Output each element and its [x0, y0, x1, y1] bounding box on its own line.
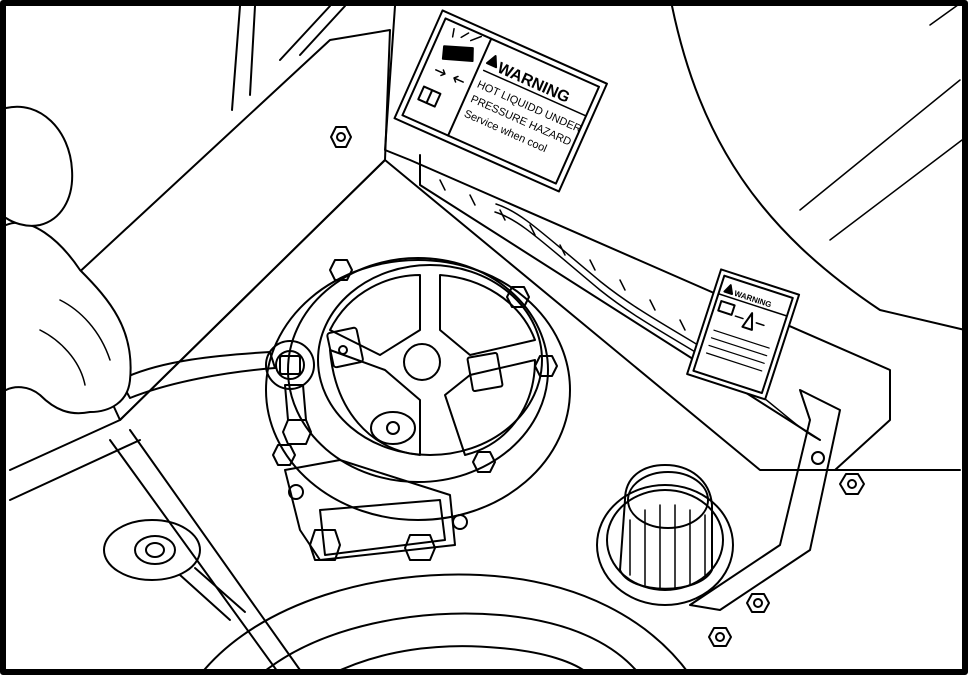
pump-manifold: [284, 459, 456, 561]
manifold-fitting-left: [309, 529, 341, 561]
side-strap: [689, 389, 841, 611]
pump-cover: [317, 264, 543, 456]
frame-rail-left: [231, 5, 256, 111]
cover-bolt-bottom: [472, 451, 496, 473]
hand-upper: [5, 105, 74, 227]
socket-extension: [284, 384, 307, 421]
cover-drain: [370, 411, 416, 445]
fill-cap: [619, 464, 713, 590]
cover-oil-cap: [326, 326, 364, 369]
radiator-cap: [103, 519, 201, 581]
small-manual-icon: [717, 300, 736, 316]
manifold-bolt: [288, 484, 304, 500]
cover-bolt-left: [272, 444, 296, 466]
hand: [5, 221, 132, 415]
manual-book-icon: [417, 85, 442, 108]
fill-cap-base: [596, 484, 734, 606]
pulley-inner: [259, 612, 641, 676]
wrench-ring-inner: [275, 350, 305, 380]
manifold-bolt-right: [452, 514, 468, 530]
cover-window-bottom-left: [329, 349, 421, 456]
small-decal-text-lines: [705, 329, 770, 372]
cover-drain-center: [386, 421, 400, 435]
radiator-cap-neck: [179, 567, 246, 621]
small-warning-decal: [686, 268, 801, 401]
cover-sight-glass: [466, 351, 504, 393]
fill-cap-ring: [606, 489, 724, 591]
cover-window-bottom-right: [444, 359, 536, 456]
pulley-outer: [199, 573, 691, 676]
radiator-cap-core: [145, 542, 165, 558]
tank-housing-edge: [671, 5, 966, 331]
warning-triangle-icon: [485, 54, 498, 69]
base-plate-groove: [109, 429, 301, 676]
pump-housing-outer: [265, 259, 571, 521]
cable: [494, 211, 821, 441]
pulley-hub: [329, 645, 591, 676]
cover-oil-cap-center: [338, 345, 348, 355]
plate-bolt-lower-right: [746, 593, 770, 613]
fill-cap-grip-ridges: [629, 504, 706, 589]
base-plate-edge: [9, 159, 961, 501]
wrench-socket: [279, 355, 301, 375]
guard-panel: [384, 5, 891, 471]
tank-shading-lines: [799, 1, 963, 241]
cover-window-top-left: [329, 274, 421, 356]
manifold-fitting-right: [404, 534, 436, 561]
small-hot-icon: [741, 312, 754, 331]
drain-bolt: [282, 419, 312, 445]
cover-bolt-right: [506, 286, 530, 308]
fill-cap-top: [627, 471, 709, 529]
frame-rail-top: [279, 5, 346, 61]
main-warning-decal: [393, 9, 608, 193]
plate-bolt-right: [839, 473, 865, 495]
plate-bolt-top: [330, 126, 352, 148]
manifold-block: [319, 499, 446, 556]
hot-liquid-spray-icon: [441, 28, 483, 63]
cover-bolt-side: [534, 355, 558, 377]
radiator-cap-center: [134, 535, 176, 565]
small-warning-triangle-icon: [723, 284, 734, 295]
wrench-handle: [119, 351, 276, 399]
wrench-ring: [265, 340, 315, 390]
cover-bolt-top: [329, 259, 353, 281]
guard-panel-fold: [419, 154, 821, 441]
strap-bolt: [811, 451, 825, 465]
pressure-arrows-icon: [435, 69, 464, 83]
hand-fingers: [39, 299, 111, 386]
pump-housing-rim: [287, 257, 549, 483]
plate-bolt-bottom-right: [708, 627, 732, 647]
cover-hub: [403, 343, 441, 381]
